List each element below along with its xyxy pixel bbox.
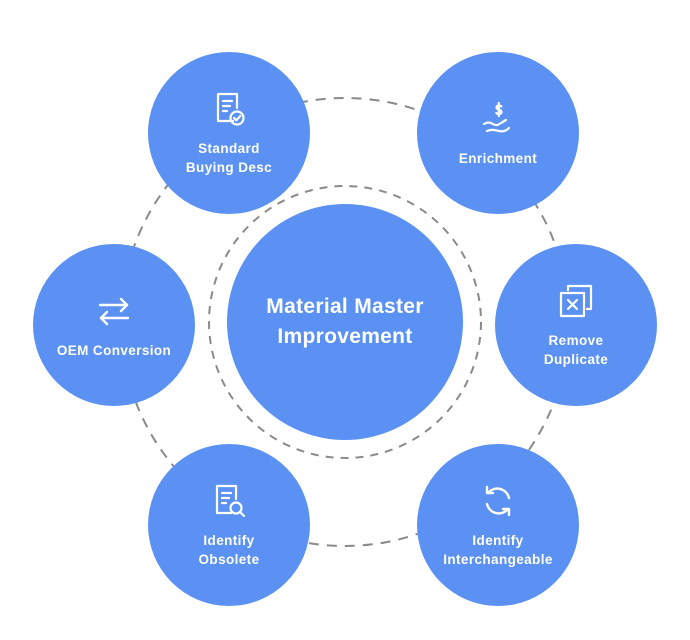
node-label: Enrichment — [458, 150, 538, 166]
dollar-hand-icon — [478, 99, 518, 139]
node-label: OEM Conversion — [56, 342, 172, 358]
node-standard-buying-desc: Standard Buying Desc — [148, 52, 310, 214]
node-identify-interchangeable: Identify Interchangeable — [417, 444, 579, 606]
node-identify-obsolete: Identify Obsolete — [148, 444, 310, 606]
node-remove-duplicate: Remove Duplicate — [495, 244, 657, 406]
node-oem-conversion: OEM Conversion — [33, 244, 195, 406]
inner-dashed-ring — [208, 185, 482, 459]
document-search-icon — [209, 481, 249, 521]
sync-arrows-icon — [478, 481, 518, 521]
node-label: Standard Buying Desc — [185, 141, 273, 175]
node-label: Identify Obsolete — [198, 533, 260, 567]
center-node: Material Master Improvement — [227, 204, 463, 440]
document-check-icon — [209, 89, 249, 129]
duplicate-remove-icon — [556, 281, 596, 321]
node-label: Identify Interchangeable — [443, 533, 553, 567]
node-label: Remove Duplicate — [543, 333, 609, 367]
swap-arrows-icon — [94, 291, 134, 331]
center-label: Material Master Improvement — [266, 295, 424, 348]
node-enrichment: Enrichment — [417, 52, 579, 214]
